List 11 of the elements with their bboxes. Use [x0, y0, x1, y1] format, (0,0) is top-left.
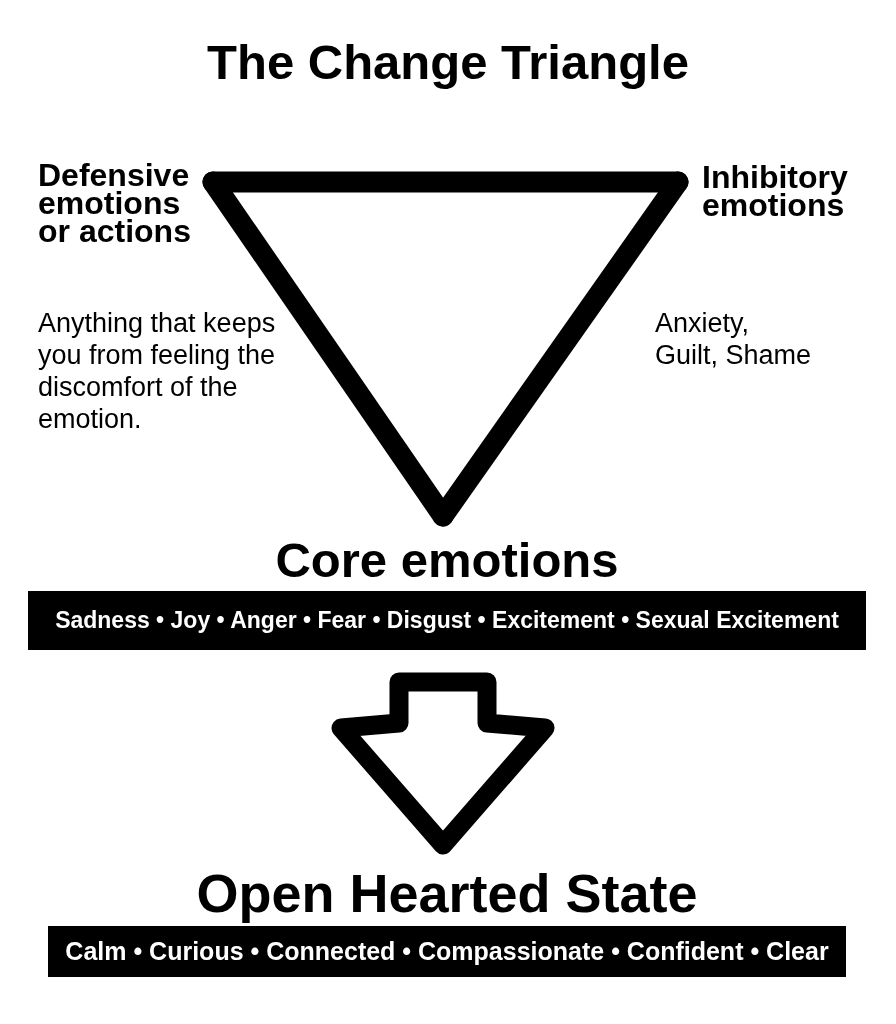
description-text: Anything that keeps you from feeling the discomfort of the emotion.	[38, 307, 277, 435]
section-heading: Core emotions	[275, 532, 619, 589]
emotion-list-bar: Sadness • Joy • Anger • Fear • Disgust • Excitement • Sexual Excitement	[28, 591, 866, 650]
corner-heading: Defensive emotions or actions	[38, 161, 192, 245]
emotion-list-bar: Calm • Curious • Connected • Compassionate • Confident • Clear	[48, 926, 846, 977]
section-heading: Open Hearted State	[196, 862, 698, 925]
diagram-title: The Change Triangle	[207, 34, 689, 91]
block-arrow	[331, 672, 555, 855]
description-text: Anxiety, Guilt, Shame	[655, 307, 813, 371]
corner-heading: Inhibitory emotions	[702, 163, 849, 219]
triangle-side	[202, 171, 454, 527]
